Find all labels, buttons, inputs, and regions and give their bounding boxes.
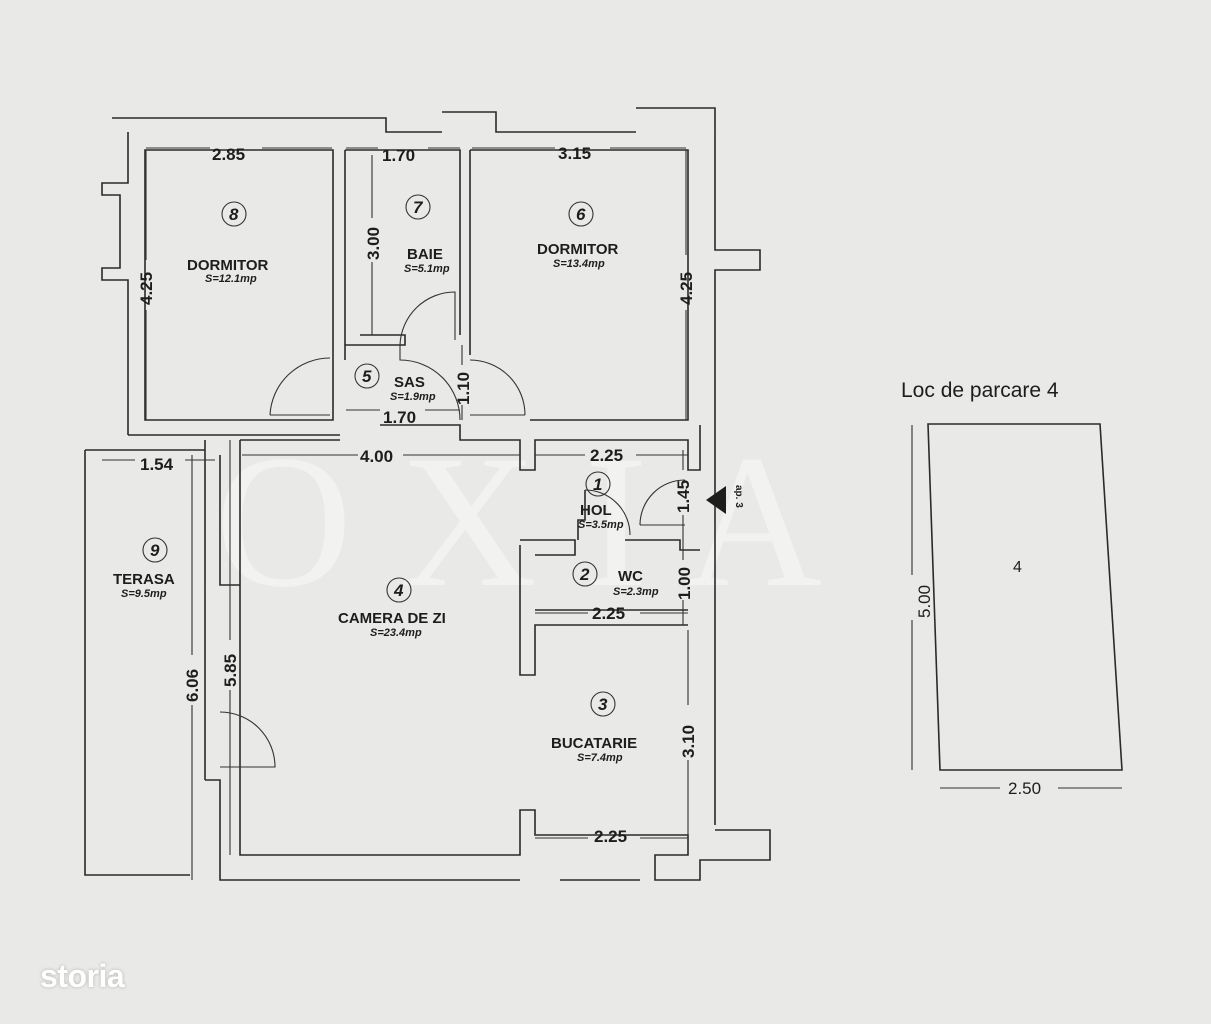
watermark: O X I A xyxy=(215,417,822,627)
dim-label: 3.10 xyxy=(679,725,698,758)
svg-text:SAS: SAS xyxy=(394,374,425,391)
parking-title: Loc de parcare 4 xyxy=(901,379,1059,402)
svg-text:HOL: HOL xyxy=(580,502,612,519)
parking-space: Loc de parcare 4 4 5.00 2.50 xyxy=(901,379,1123,798)
storia-logo: storia xyxy=(40,958,125,994)
svg-text:DORMITOR: DORMITOR xyxy=(537,241,619,258)
room-4: 4 CAMERA DE ZI S=23.4mp xyxy=(338,577,446,639)
room-2: 2 WC S=2.3mp xyxy=(572,561,659,598)
svg-text:3: 3 xyxy=(598,695,608,714)
dim-label: 1.45 xyxy=(674,480,693,513)
dim-label: 4.25 xyxy=(677,272,696,305)
svg-text:4: 4 xyxy=(393,581,404,600)
svg-text:8: 8 xyxy=(229,205,239,224)
dim-label: 2.85 xyxy=(212,145,245,164)
svg-text:S=7.4mp: S=7.4mp xyxy=(577,752,623,764)
dim-label: 1.70 xyxy=(382,146,415,165)
dim-label: 3.15 xyxy=(558,144,591,163)
room-1: 1 HOL S=3.5mp xyxy=(578,471,624,531)
svg-text:S=2.3mp: S=2.3mp xyxy=(613,586,659,598)
room-7: 7 BAIE S=5.1mp xyxy=(404,194,450,275)
svg-text:BUCATARIE: BUCATARIE xyxy=(551,735,637,752)
room-8: 8 DORMITOR S=12.1mp xyxy=(187,201,269,285)
room-3: 3 BUCATARIE S=7.4mp xyxy=(551,691,637,764)
svg-text:6: 6 xyxy=(576,205,586,224)
doors xyxy=(219,291,686,768)
dim-label: 6.06 xyxy=(183,669,202,702)
entrance-marker: ap. 3 xyxy=(706,485,744,514)
svg-text:S=3.5mp: S=3.5mp xyxy=(578,519,624,531)
dim-label: 2.25 xyxy=(592,604,625,623)
svg-text:4: 4 xyxy=(1013,559,1022,576)
svg-text:CAMERA DE ZI: CAMERA DE ZI xyxy=(338,610,446,627)
room-6: 6 DORMITOR S=13.4mp xyxy=(537,201,619,270)
dim-label: 1.00 xyxy=(675,567,694,600)
dim-label: 1.70 xyxy=(383,408,416,427)
svg-text:5: 5 xyxy=(362,367,372,386)
svg-text:S=12.1mp: S=12.1mp xyxy=(205,273,257,285)
svg-text:S=9.5mp: S=9.5mp xyxy=(121,588,167,600)
room-9: 9 TERASA S=9.5mp xyxy=(113,537,175,600)
svg-text:S=13.4mp: S=13.4mp xyxy=(553,258,605,270)
svg-text:BAIE: BAIE xyxy=(407,246,443,263)
svg-text:S=23.4mp: S=23.4mp xyxy=(370,627,422,639)
svg-text:5.00: 5.00 xyxy=(915,585,934,618)
svg-text:S=1.9mp: S=1.9mp xyxy=(390,391,436,403)
svg-text:WC: WC xyxy=(618,568,643,585)
svg-text:TERASA: TERASA xyxy=(113,571,175,588)
room-5: 5 SAS S=1.9mp xyxy=(354,363,436,403)
dim-label: 2.25 xyxy=(590,446,623,465)
svg-text:ap. 3: ap. 3 xyxy=(733,485,744,508)
walls xyxy=(84,107,771,881)
dim-label: 4.25 xyxy=(137,272,156,305)
dim-label: 1.10 xyxy=(454,372,473,405)
svg-text:7: 7 xyxy=(413,198,424,217)
svg-text:1: 1 xyxy=(593,475,602,494)
svg-text:DORMITOR: DORMITOR xyxy=(187,257,269,274)
svg-text:S=5.1mp: S=5.1mp xyxy=(404,263,450,275)
dim-label: 5.85 xyxy=(221,654,240,687)
dimension-lines xyxy=(102,147,689,880)
svg-text:2: 2 xyxy=(579,565,590,584)
dim-label: 2.25 xyxy=(594,827,627,846)
svg-text:2.50: 2.50 xyxy=(1008,779,1041,798)
dim-label: 4.00 xyxy=(360,447,393,466)
dim-label: 3.00 xyxy=(364,227,383,260)
dim-label: 1.54 xyxy=(140,455,174,474)
svg-text:9: 9 xyxy=(150,541,160,560)
